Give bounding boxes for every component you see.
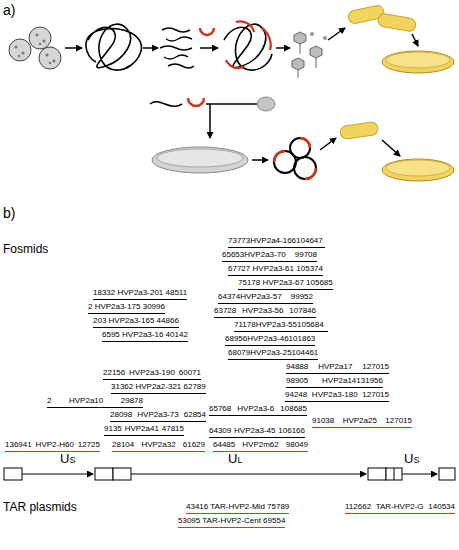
clone-label: 2 HVP2a3-175 30996: [88, 302, 165, 314]
clone-label: 53095 TAR-HVP2-Cent 69554: [178, 516, 285, 528]
clone-label: 91038 HVP2a25 127015: [312, 416, 412, 428]
panel-label: b): [3, 205, 15, 221]
clone-label: 65653HVP2a3-70 99708: [222, 250, 317, 262]
yeast-cell: [257, 97, 275, 111]
clone-label: 98905 HVP2a14131956: [286, 376, 383, 388]
clone-label: 2 HVP2a10 29878: [47, 396, 143, 408]
yeast-plate: [152, 147, 248, 173]
clone-label: 63728 HVP2a3-56 107846: [214, 306, 316, 318]
step-arrow: [143, 47, 158, 49]
clone-label: 64309 HVP2a3-45 106166: [209, 426, 305, 438]
genome-map: [4, 468, 455, 480]
e-coli-cells: [347, 4, 417, 32]
clone-label: 64374HVP2a3-57 99952: [218, 292, 313, 304]
clone-label: 203 HVP2a3-165 44866: [93, 316, 179, 328]
tar-plasmids-circles: [274, 138, 316, 179]
fosmid-vector: [200, 28, 214, 35]
step-arrow: [412, 34, 418, 46]
step-arrow: [382, 140, 400, 156]
region-label: US: [404, 452, 419, 467]
clone-label: 94888 HVP2a17 127015: [286, 362, 389, 374]
e-coli-cell: [339, 121, 378, 139]
agar-plate: [382, 51, 454, 73]
clone-label: 112662 TAR-HVP2-G 140534: [345, 502, 455, 514]
clone-label: 94248 HVP2a3-180 127015: [285, 390, 389, 402]
clone-label: 75178 HVP2a3-67 105685: [238, 278, 333, 290]
clone-label: 6595 HVP2a3-16 40142: [102, 330, 188, 342]
clone-label: 68956HVP2a3-46101863: [225, 334, 315, 346]
step-arrow: [328, 28, 345, 40]
clone-label: 22156 HVP2a3-190 60071: [103, 368, 201, 380]
clone-label: 18332 HVP2a3-201 48511: [93, 288, 187, 300]
step-arrow: [276, 47, 290, 49]
clone-label: 65768 HVP2a3-6 108685: [209, 404, 307, 416]
clone-label: 71178HVP2a3-55105684: [234, 320, 328, 332]
region-label: US: [60, 452, 75, 467]
clone-label: 43416 TAR-HVP2-Mid 75789: [186, 502, 289, 514]
virus-particles: [9, 27, 61, 69]
step-arrow: [252, 159, 268, 161]
clone-label: 73773HVP2a4-166104647: [228, 236, 325, 248]
step-arrow: [200, 47, 218, 49]
phage-particles: [292, 32, 327, 78]
clone-label: 9135 HVP2a41 47815: [104, 424, 184, 436]
section-heading: Fosmids: [3, 242, 48, 256]
step-arrow: [209, 104, 211, 138]
clone-label: 64485 HVP2m62 98049: [213, 440, 308, 452]
step-arrow: [320, 138, 336, 150]
clone-label: 28104 HVP2a32 61629: [112, 440, 205, 452]
dna-fragments: [160, 28, 194, 68]
ligated-dna: [224, 21, 272, 70]
section-heading: TAR plasmids: [3, 500, 77, 514]
genomic-dna: [86, 24, 142, 70]
panel-label: a): [3, 2, 15, 18]
region-label: UL: [228, 452, 242, 467]
step-arrow: [65, 47, 82, 49]
clone-label: 136941 HVP2-H60 12725: [5, 440, 100, 452]
clone-label: 31362 HVP2a2-321 62789: [111, 382, 206, 394]
agar-plate: [382, 159, 454, 181]
tar-vector-yeast: [150, 98, 258, 106]
clone-label: 28098 HVP2a3-73 62854: [110, 410, 206, 422]
clone-label: 68079HVP2a3-25104461: [228, 348, 318, 360]
clone-label: 67727 HVP2a3-61 105374: [228, 264, 323, 276]
